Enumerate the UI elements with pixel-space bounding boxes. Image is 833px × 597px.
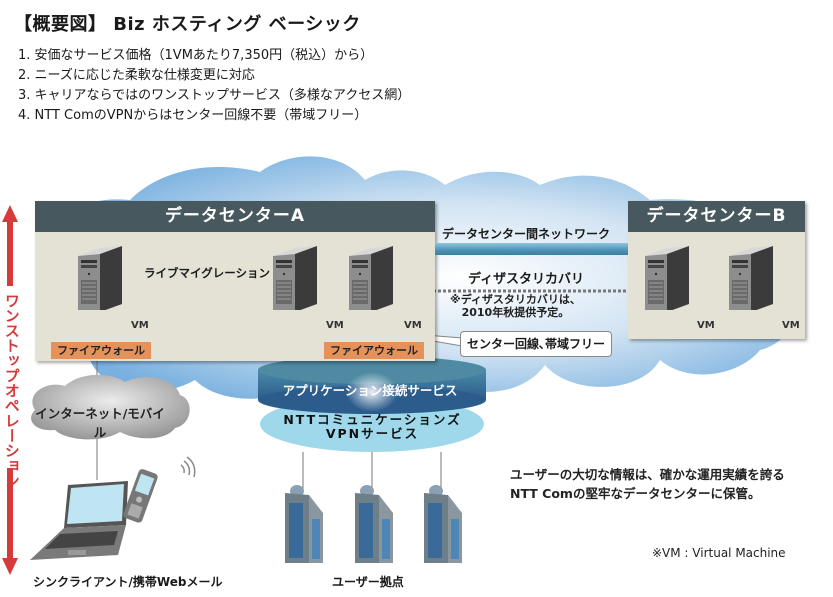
- laptop-icon: [30, 481, 128, 560]
- server-icon: [273, 246, 317, 310]
- live-migration-label: ライブマイグレーション: [144, 266, 271, 280]
- vm-label: VM: [326, 320, 344, 331]
- datacenter-a-title: データセンターA: [35, 201, 435, 232]
- note-line: ※ディザスタリカバリは、: [450, 293, 581, 306]
- feature-item: 1. 安価なサービス価格（1VMあたり7,350円（税込）から）: [18, 48, 374, 63]
- firewall-a2: ファイアウォール: [324, 342, 424, 359]
- server-icon: [645, 246, 689, 310]
- info-line: ユーザーの大切な情報は、確かな運用実績を誇る: [510, 467, 785, 482]
- datacenter-info-text: ユーザーの大切な情報は、確かな運用実績を誇る NTT Comの堅牢なデータセンタ…: [510, 465, 785, 503]
- building-icon: [285, 485, 323, 563]
- vm-label: VM: [782, 320, 800, 331]
- disaster-recovery-label: ディザスタリカバリ: [468, 272, 584, 287]
- vm-label: VM: [697, 320, 715, 331]
- vpn-line: NTTコミュニケーションズ: [283, 412, 462, 427]
- feature-item: 2. ニーズに応じた柔軟な仕様変更に対応: [18, 68, 255, 83]
- application-service-label: アプリケーション接続サービス: [282, 383, 458, 398]
- feature-item: 3. キャリアならではのワンストップサービス（多様なアクセス網）: [18, 88, 411, 103]
- one-stop-operation-text: ワンストップオペレーション: [2, 293, 21, 488]
- client-caption: シンクライアント/携帯Webメール: [33, 575, 223, 589]
- inter-dc-network-bar: [435, 243, 628, 255]
- feature-item: 4. NTT ComのVPNからはセンター回線不要（帯域フリー）: [18, 108, 368, 123]
- building-icon: [424, 485, 462, 563]
- internet-cloud: [31, 374, 190, 440]
- vm-label: VM: [131, 320, 149, 331]
- vm-label: VM: [404, 320, 422, 331]
- server-icon: [78, 246, 122, 310]
- building-icon: [355, 485, 393, 563]
- internet-mobile-label: インターネット/モバイル: [35, 406, 165, 440]
- feature-list: 1. 安価なサービス価格（1VMあたり7,350円（税込）から） 2. ニーズに…: [18, 46, 410, 126]
- page-title: 【概要図】 Biz ホスティング ベーシック: [14, 14, 361, 35]
- one-stop-operation-arrow: [2, 205, 18, 575]
- vm-footnote: ※VM : Virtual Machine: [652, 546, 786, 560]
- server-icon: [349, 246, 393, 310]
- inter-dc-network-label: データセンター間ネットワーク: [442, 227, 611, 241]
- wireless-signal-icon: [180, 456, 196, 478]
- bandwidth-free-callout: センター回線､帯域フリー: [460, 331, 612, 357]
- server-icon: [729, 246, 773, 310]
- disaster-recovery-note: ※ディザスタリカバリは、 2010年秋提供予定。: [450, 293, 581, 319]
- vpn-service-label: NTTコミュニケーションズ VPNサービス: [250, 413, 495, 441]
- firewall-a1: ファイアウォール: [51, 342, 151, 359]
- user-site-caption: ユーザー拠点: [332, 575, 404, 589]
- mobile-phone-icon: [123, 469, 158, 523]
- datacenter-b-title: データセンターB: [628, 201, 805, 232]
- one-stop-operation-label: ワンストップオペレーション: [2, 293, 21, 492]
- application-service-disk: [258, 356, 486, 414]
- note-line: 2010年秋提供予定。: [461, 306, 570, 319]
- vpn-line: VPNサービス: [325, 426, 420, 441]
- info-line: NTT Comの堅牢なデータセンターに保管。: [510, 486, 761, 501]
